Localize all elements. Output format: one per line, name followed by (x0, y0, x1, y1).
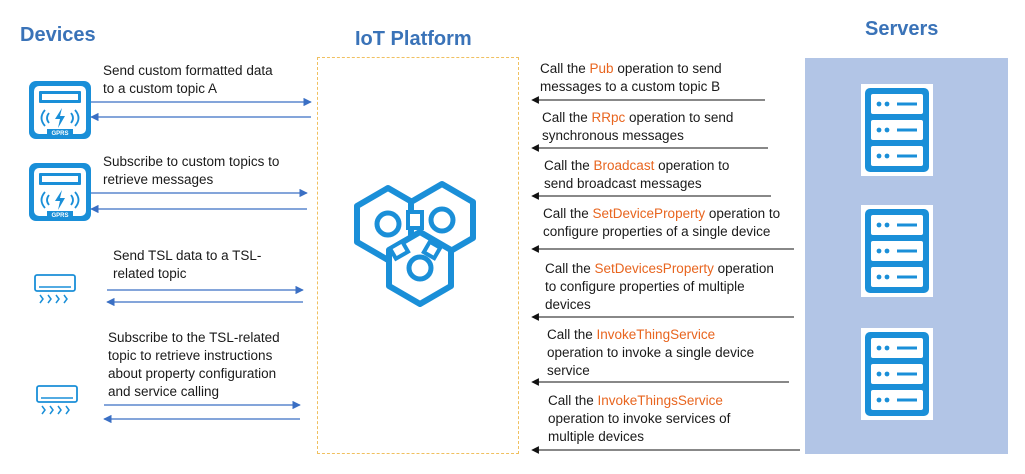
server-rack-icon (861, 84, 933, 176)
server-rack-icon (861, 328, 933, 420)
server-call-pub: Call the Pub operation to send messages … (540, 61, 722, 94)
air-conditioner-icon (36, 385, 78, 415)
iot-hexagon-icon (357, 184, 473, 304)
server-call-rrpc: Call the RRpc operation to send synchron… (542, 110, 734, 143)
server-call-setdeviceproperty: Call the SetDeviceProperty operation to … (543, 206, 781, 239)
gprs-label: GPRS (51, 131, 68, 137)
servers-title: Servers (865, 18, 939, 40)
device-flow-3-text: Send TSL data to a TSL-related topic (113, 248, 262, 281)
platform-title: IoT Platform (355, 28, 472, 50)
air-conditioner-icon (34, 274, 76, 304)
server-call-broadcast: Call the Broadcast operation to send bro… (544, 158, 730, 191)
server-call-invokethingservice: Call the InvokeThingService operation to… (547, 327, 755, 378)
server-call-setdevicesproperty: Call the SetDevicesProperty operation to… (545, 261, 774, 312)
iot-platform-box (317, 57, 519, 454)
server-rack-icon (861, 205, 933, 297)
devices-title: Devices (20, 24, 96, 46)
server-call-invokethingsservice: Call the InvokeThingsService operation t… (548, 393, 731, 444)
gprs-label: GPRS (51, 213, 68, 219)
